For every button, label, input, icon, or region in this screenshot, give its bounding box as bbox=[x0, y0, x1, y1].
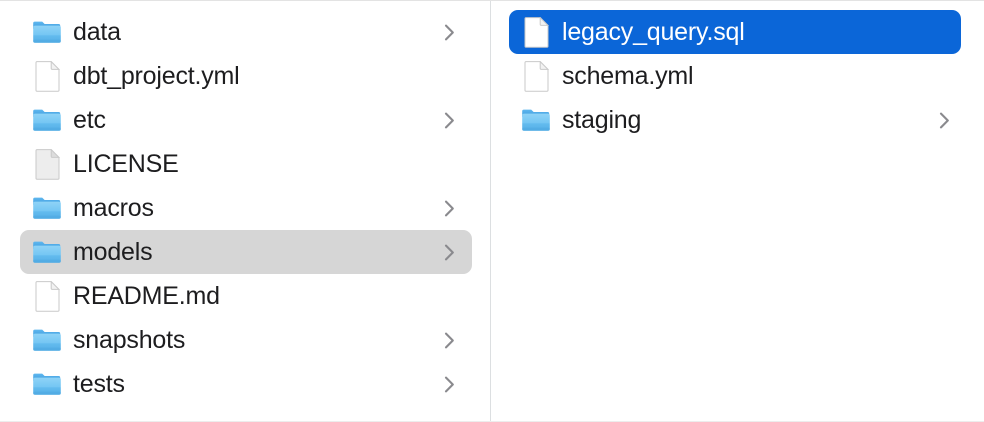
folder-icon bbox=[30, 191, 64, 225]
row-label: tests bbox=[73, 371, 125, 397]
column-child: legacy_query.sql schema.yml staging bbox=[491, 1, 983, 421]
folder-icon bbox=[30, 323, 64, 357]
folder-icon bbox=[30, 15, 64, 49]
folder-row[interactable]: etc bbox=[20, 98, 472, 142]
folder-row[interactable]: tests bbox=[20, 362, 472, 406]
folder-row[interactable]: staging bbox=[509, 98, 961, 142]
chevron-right-icon[interactable] bbox=[440, 243, 458, 261]
row-label: dbt_project.yml bbox=[73, 63, 240, 89]
document-icon bbox=[519, 59, 553, 93]
row-label: schema.yml bbox=[562, 63, 694, 89]
document-icon bbox=[30, 279, 64, 313]
chevron-right-icon[interactable] bbox=[440, 331, 458, 349]
document-icon bbox=[30, 59, 64, 93]
folder-icon bbox=[30, 235, 64, 269]
row-label: README.md bbox=[73, 283, 220, 309]
row-label: macros bbox=[73, 195, 154, 221]
document-icon bbox=[519, 15, 553, 49]
row-label: models bbox=[73, 239, 153, 265]
chevron-right-icon[interactable] bbox=[935, 111, 953, 129]
folder-row[interactable]: models bbox=[20, 230, 472, 274]
document-plain-icon bbox=[30, 147, 64, 181]
file-row[interactable]: legacy_query.sql bbox=[509, 10, 961, 54]
file-row[interactable]: LICENSE bbox=[20, 142, 472, 186]
row-label: snapshots bbox=[73, 327, 186, 353]
row-label: legacy_query.sql bbox=[562, 19, 745, 45]
folder-row[interactable]: macros bbox=[20, 186, 472, 230]
chevron-right-icon[interactable] bbox=[440, 199, 458, 217]
row-label: staging bbox=[562, 107, 642, 133]
folder-icon bbox=[519, 103, 553, 137]
file-row[interactable]: README.md bbox=[20, 274, 472, 318]
row-label: etc bbox=[73, 107, 106, 133]
folder-icon bbox=[30, 367, 64, 401]
folder-row[interactable]: data bbox=[20, 10, 472, 54]
chevron-right-icon[interactable] bbox=[440, 111, 458, 129]
file-row[interactable]: schema.yml bbox=[509, 54, 961, 98]
file-row[interactable]: dbt_project.yml bbox=[20, 54, 472, 98]
row-label: data bbox=[73, 19, 121, 45]
chevron-right-icon[interactable] bbox=[440, 375, 458, 393]
row-label: LICENSE bbox=[73, 151, 179, 177]
folder-icon bbox=[30, 103, 64, 137]
column-parent: data dbt_project.yml etc LICENSE bbox=[0, 1, 491, 421]
folder-row[interactable]: snapshots bbox=[20, 318, 472, 362]
chevron-right-icon[interactable] bbox=[440, 23, 458, 41]
